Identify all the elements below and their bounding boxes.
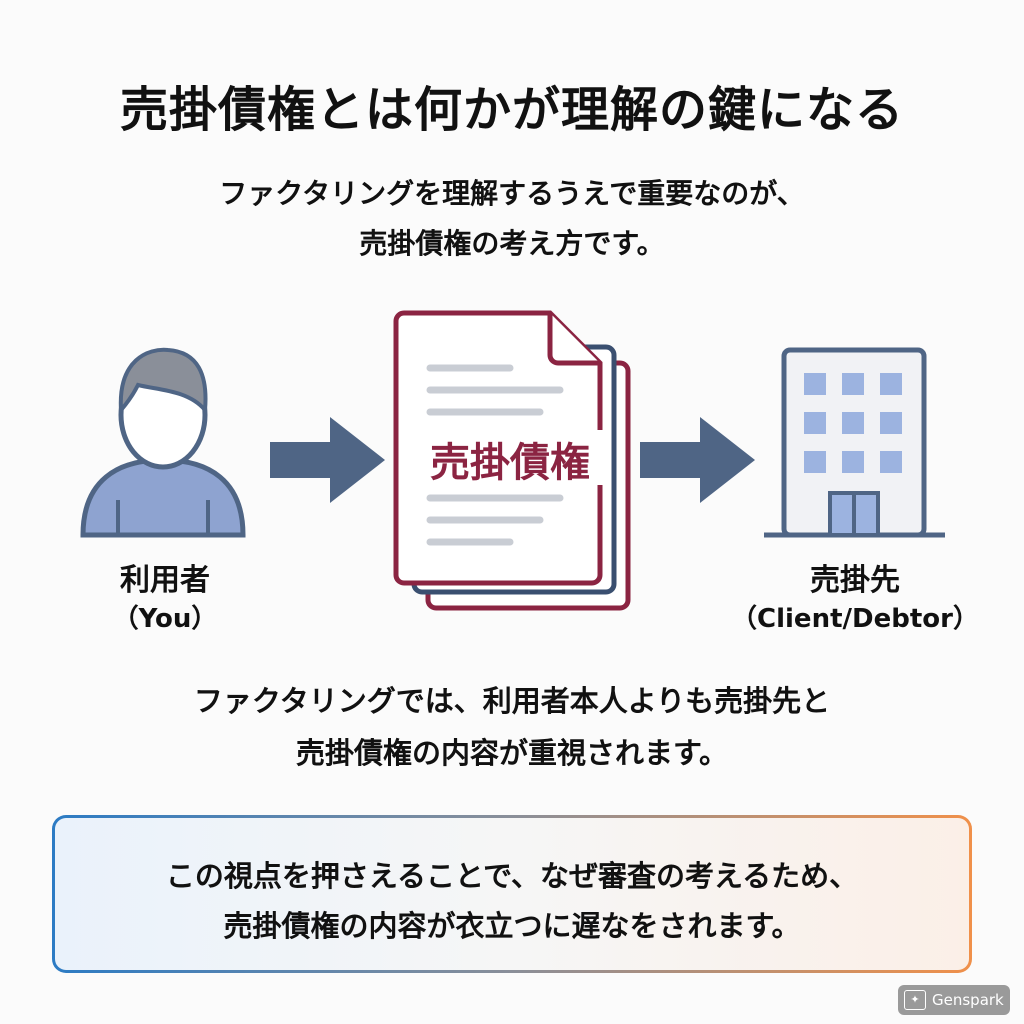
- client-label: 売掛先: [810, 563, 900, 598]
- callout-line-1: この視点を押さえることで、なぜ審査の考えるため、: [165, 859, 859, 893]
- middle-text-line-2: 売掛債権の内容が重視されます。: [295, 736, 729, 770]
- document-stack-icon: [393, 310, 631, 611]
- arrow-right-icon: [270, 417, 385, 503]
- person-icon: [80, 347, 246, 538]
- building-icon: [764, 347, 945, 538]
- document-label: 売掛債権: [430, 440, 590, 486]
- subtitle-line-1: ファクタリングを理解するうえで重要なのが、: [219, 177, 805, 210]
- genspark-badge: ✦ Genspark: [898, 985, 1010, 1015]
- sparkle-icon: ✦: [904, 990, 926, 1010]
- callout-line-2: 売掛債権の内容が衣立つに遅なをされます。: [223, 909, 801, 943]
- middle-text-line-1: ファクタリングでは、利用者本人よりも売掛先と: [193, 684, 831, 718]
- callout-box: [52, 815, 972, 973]
- client-sublabel: （Client/Debtor）: [731, 604, 979, 634]
- user-label: 利用者: [120, 563, 210, 598]
- badge-label: Genspark: [932, 991, 1004, 1009]
- page-title: 売掛債権とは何かが理解の鍵になる: [119, 82, 904, 138]
- subtitle-line-2: 売掛債権の考え方です。: [359, 227, 665, 260]
- user-sublabel: （You）: [112, 604, 218, 634]
- arrow-right-icon: [640, 417, 755, 503]
